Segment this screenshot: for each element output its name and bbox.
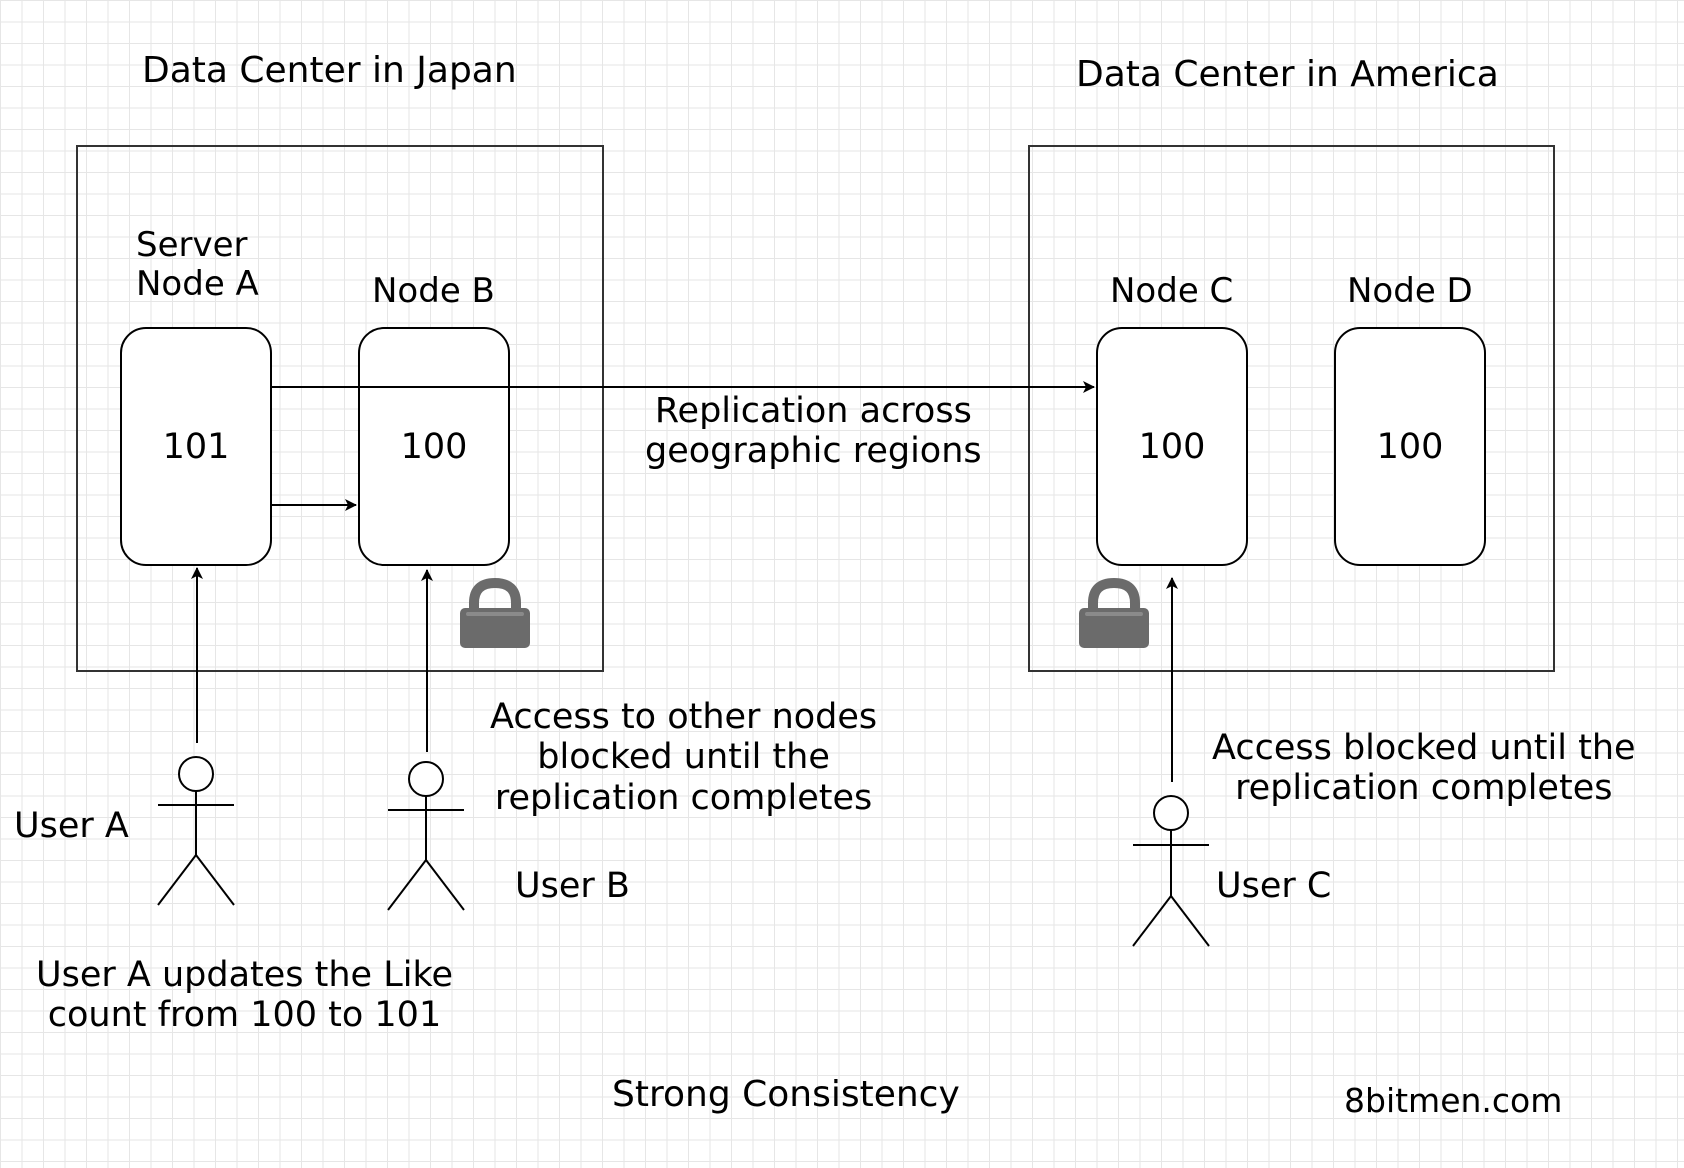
lock-icon	[1079, 577, 1149, 648]
japan-dc-title: Data Center in Japan	[142, 50, 517, 91]
credit-text: 8bitmen.com	[1344, 1081, 1563, 1120]
node-d-label: Node D	[1347, 271, 1473, 311]
replication-note: Replication across geographic regions	[645, 391, 982, 472]
node-c: 100	[1096, 327, 1248, 566]
diagram-title: Strong Consistency	[612, 1074, 960, 1115]
node-a-label: Server Node A	[136, 225, 259, 305]
access-blocked-note: Access blocked until the replication com…	[1212, 728, 1636, 809]
node-d-value: 100	[1376, 426, 1444, 467]
user-a-label: User A	[14, 806, 129, 846]
user-c-figure-icon	[1132, 795, 1210, 947]
japan-dc-box	[76, 145, 604, 672]
node-c-label: Node C	[1110, 271, 1234, 311]
node-d: 100	[1334, 327, 1486, 566]
user-a-figure-icon	[157, 756, 235, 906]
america-dc-title: Data Center in America	[1076, 54, 1499, 95]
node-a: 101	[120, 327, 272, 566]
user-c-label: User C	[1216, 866, 1332, 906]
user-b-label: User B	[515, 866, 630, 906]
user-b-figure-icon	[387, 761, 465, 911]
node-a-value: 101	[162, 426, 230, 467]
node-b-value: 100	[400, 426, 468, 467]
user-a-update-note: User A updates the Like count from 100 t…	[36, 955, 453, 1036]
lock-icon	[460, 577, 530, 648]
access-other-nodes-note: Access to other nodes blocked until the …	[490, 697, 878, 818]
node-b: 100	[358, 327, 510, 566]
america-dc-box	[1028, 145, 1555, 672]
node-b-label: Node B	[372, 271, 495, 311]
node-c-value: 100	[1138, 426, 1206, 467]
